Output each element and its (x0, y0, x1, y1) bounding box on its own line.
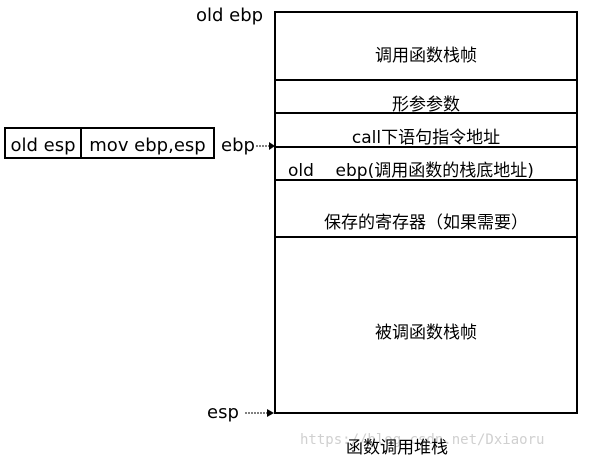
stack-cell-caller-frame: 调用函数栈帧 (375, 46, 477, 66)
divider-1 (276, 79, 576, 81)
stack-cell-old-ebp: old ebp(调用函数的栈底地址) (288, 161, 534, 181)
divider-2 (276, 112, 576, 114)
diagram-caption: 函数调用堆栈 (346, 438, 448, 458)
divider-5 (276, 236, 576, 238)
watermark: https://blog.csdn.net/Dxiaoru (300, 432, 545, 448)
old-esp-text: old esp (10, 135, 76, 156)
stack-frame-diagram: 调用函数栈帧 形参参数 call下语句指令地址 old ebp(调用函数的栈底地… (274, 11, 578, 414)
stack-cell-callee-frame: 被调函数栈帧 (375, 323, 477, 343)
divider-4 (276, 179, 576, 181)
old-esp-box: old esp (4, 127, 82, 159)
divider-3 (276, 146, 576, 148)
stack-cell-params: 形参参数 (392, 95, 460, 115)
stack-cell-saved-registers: 保存的寄存器（如果需要） (324, 213, 528, 233)
mov-ebp-esp-text: mov ebp,esp (89, 135, 206, 156)
old-ebp-label: old ebp (196, 5, 264, 26)
ebp-label: ebp (221, 135, 255, 156)
mov-ebp-esp-box: mov ebp,esp (80, 127, 215, 159)
stack-cell-return-address: call下语句指令地址 (351, 128, 501, 148)
ebp-arrow-icon (256, 142, 275, 150)
esp-label: esp (207, 402, 239, 423)
esp-arrow-icon (245, 409, 274, 417)
